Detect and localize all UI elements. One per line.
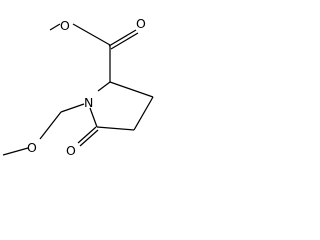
bond-c3-c4 (133, 96, 154, 131)
bond-methyl-ester-oxygen (49, 23, 61, 31)
bond-c2-c3 (109, 81, 154, 98)
bond-c5-nitrogen (89, 107, 98, 128)
bond-nitrogen-methylene (60, 103, 85, 113)
bond-ester-oxygen-carbonyl (72, 23, 111, 46)
carbonyl-oxygen-label: O (136, 16, 146, 31)
ether-oxygen-label: O (27, 140, 37, 155)
lactam-oxygen-label: O (66, 143, 76, 158)
ester-oxygen-label: O (60, 18, 70, 33)
ring-nitrogen-label: N (84, 95, 93, 110)
bond-ether-oxygen-methyl (2, 147, 29, 156)
bond-carbonyl-double-b (110, 32, 139, 50)
bond-methylene-ether-oxygen (39, 111, 62, 140)
skeletal-structure: O O N O O (2, 16, 154, 158)
bond-carbonyl-double-a (108, 29, 137, 47)
bond-c2-nitrogen (97, 81, 111, 92)
bond-lactam-double-a (77, 126, 97, 144)
bond-c4-c5 (96, 126, 135, 131)
bond-lactam-double-b (79, 129, 99, 147)
